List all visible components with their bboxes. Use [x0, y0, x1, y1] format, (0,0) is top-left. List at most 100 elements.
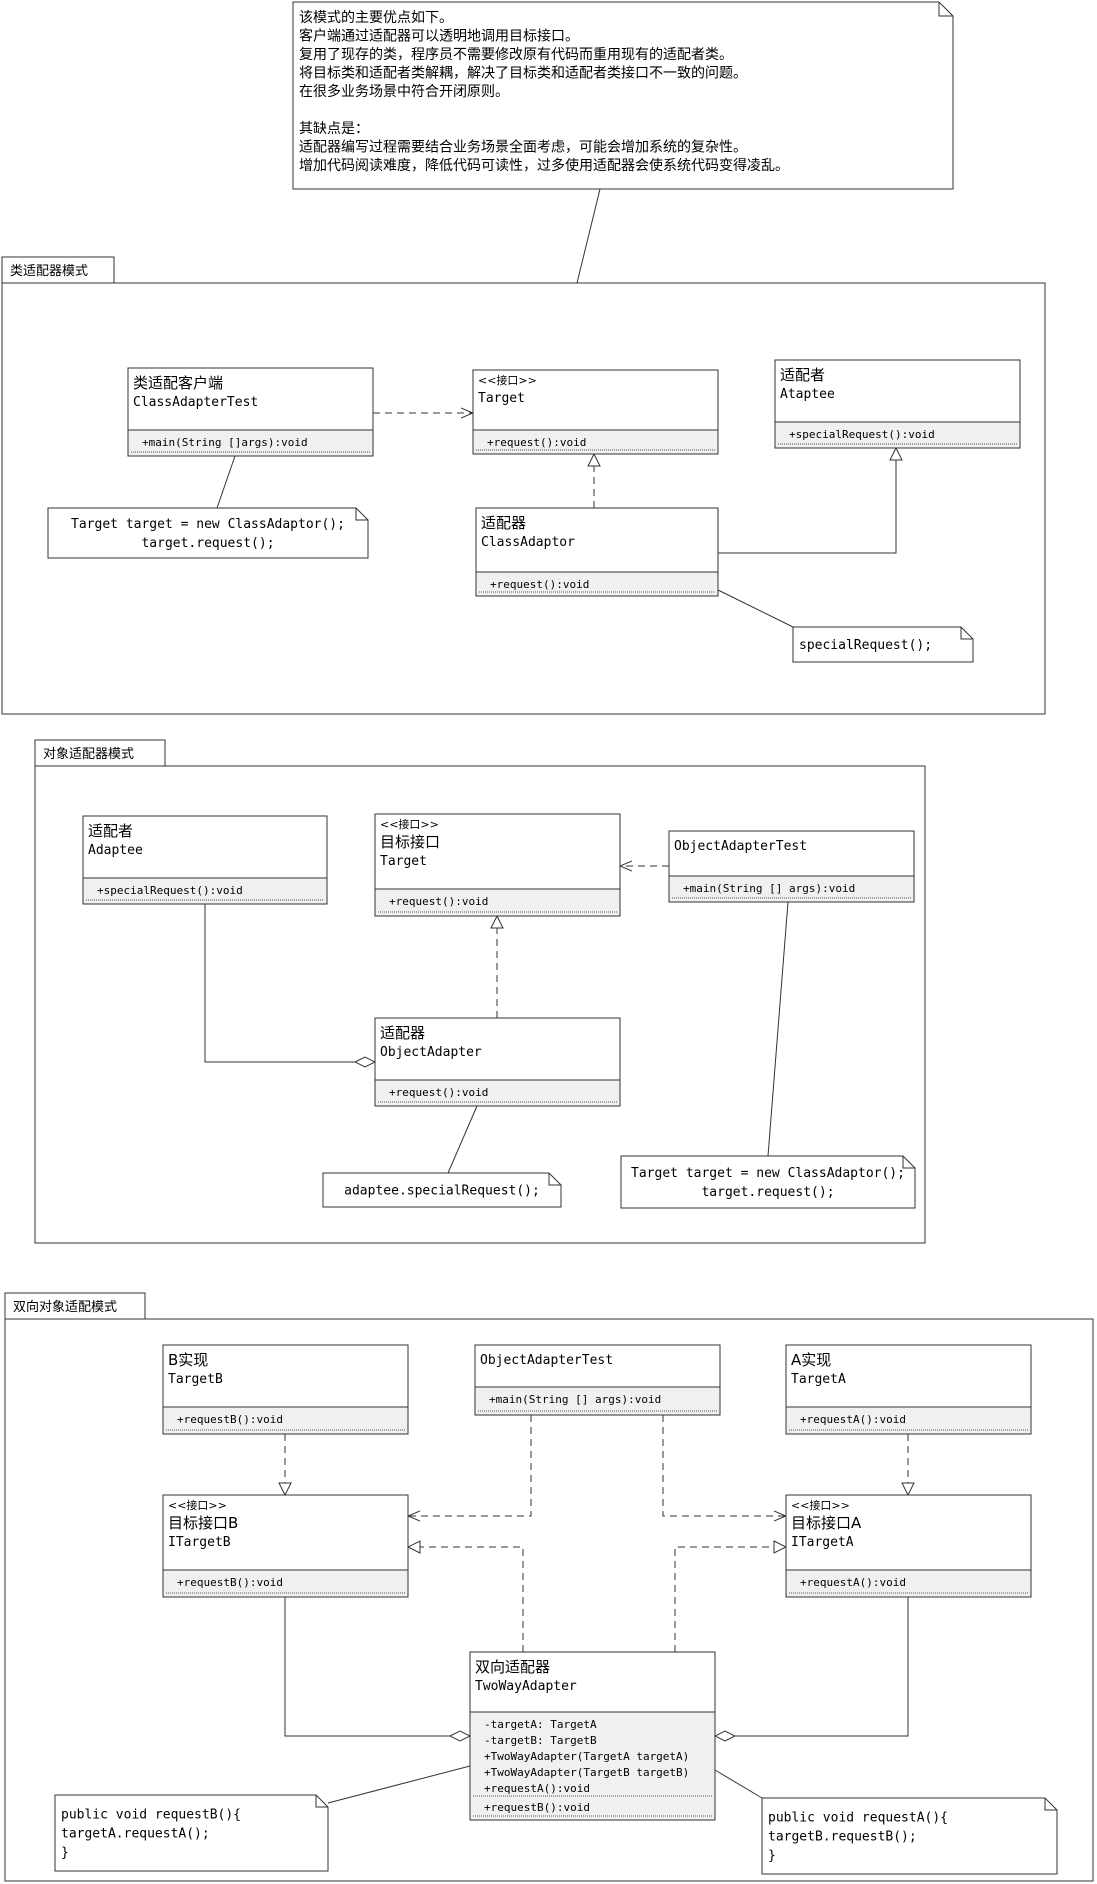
class-name: Adaptee: [88, 843, 143, 858]
class-tw-b-impl: B实现 TargetB +requestB():void: [162, 1344, 409, 1435]
class-operation: +request():void: [389, 895, 488, 908]
dependency-test-ib: [408, 1415, 532, 1516]
class-operation: +main(String []args):void: [142, 436, 308, 449]
class-name: Ataptee: [780, 387, 835, 402]
note-line: 在很多业务场景中符合开闭原则。: [299, 83, 509, 100]
class-operation: +requestB():void: [484, 1801, 590, 1814]
class-operation: +main(String [] args):void: [683, 882, 855, 895]
class-operation: +request():void: [487, 436, 586, 449]
package-class-adapter: 类适配器模式: [1, 256, 1046, 715]
note-link-client: [216, 455, 236, 509]
note-tw-note-a: public void requestA(){ targetB.requestB…: [761, 1797, 1058, 1875]
stereotype: <<接口>>: [380, 818, 439, 831]
class-name: TargetB: [168, 1372, 223, 1387]
note-tw-note-b: public void requestB(){ targetA.requestA…: [54, 1794, 329, 1872]
note-line: 将目标类和适配者类解耦，解决了目标类和适配者类接口不一致的问题。: [299, 65, 747, 82]
aggregation-adapter-ib: [284, 1597, 470, 1736]
note-line: 其缺点是：: [299, 121, 369, 137]
note-line: }: [61, 1846, 69, 1861]
class-cls-target: <<接口>> Target +request():void: [472, 369, 719, 455]
class-operation: +requestB():void: [177, 1413, 283, 1426]
class-name: Target: [380, 854, 427, 869]
note-line: target.request();: [141, 536, 274, 551]
class-operation: +specialRequest():void: [97, 884, 243, 897]
class-name: ClassAdaptor: [481, 535, 575, 550]
class-attribute: +requestA():void: [484, 1782, 590, 1795]
class-name: ObjectAdapterTest: [674, 839, 807, 854]
class-title: 双向适配器: [475, 1658, 550, 1676]
note-line: adaptee.specialRequest();: [344, 1184, 540, 1199]
class-operation: +specialRequest():void: [789, 428, 935, 441]
note-line: 该模式的主要优点如下。: [299, 10, 453, 26]
realization-adapter-ia: [674, 1547, 786, 1652]
class-name: ITargetB: [168, 1535, 231, 1550]
note-line: 适配器编写过程需要结合业务场景全面考虑，可能会增加系统的复杂性。: [299, 139, 747, 156]
note-obj-note-adaptee: adaptee.specialRequest();: [322, 1172, 562, 1208]
class-operation: +requestA():void: [800, 1413, 906, 1426]
class-operation: +main(String [] args):void: [489, 1393, 661, 1406]
class-operation: +request():void: [389, 1086, 488, 1099]
note-line: }: [768, 1849, 776, 1864]
class-title: A实现: [791, 1351, 831, 1369]
stereotype: <<接口>>: [168, 1499, 227, 1512]
note-obj-note-test: Target target = new ClassAdaptor();targe…: [620, 1155, 916, 1209]
class-operation: +requestA():void: [800, 1576, 906, 1589]
note-link-a: [714, 1769, 763, 1799]
class-title: 适配者: [88, 822, 133, 840]
class-tw-ib: <<接口>> 目标接口B ITargetB +requestB():void: [162, 1494, 409, 1598]
class-title: 目标接口A: [791, 1514, 862, 1532]
dependency-test-ia: [662, 1415, 786, 1516]
stereotype: <<接口>>: [478, 374, 537, 387]
class-cls-client: 类适配客户端 ClassAdapterTest +main(String []arg…: [127, 367, 374, 457]
class-attribute: +TwoWayAdapter(TargetB targetB): [484, 1766, 689, 1779]
class-name: ObjectAdapterTest: [480, 1353, 613, 1368]
stereotype: <<接口>>: [791, 1499, 850, 1512]
class-cls-adaptee: 适配者 Ataptee +specialRequest():void: [774, 359, 1021, 449]
package-title: 类适配器模式: [10, 264, 88, 279]
class-title: 适配者: [780, 366, 825, 384]
package-object-adapter: 对象适配器模式: [34, 739, 926, 1244]
note-line: Target target = new ClassAdaptor();: [631, 1166, 905, 1181]
class-operation: +request():void: [490, 578, 589, 591]
note-line: Target target = new ClassAdaptor();: [71, 517, 345, 532]
class-attribute: +TwoWayAdapter(TargetA targetA): [484, 1750, 689, 1763]
class-name: ClassAdapterTest: [133, 395, 258, 410]
class-title: 适配器: [380, 1024, 425, 1042]
class-title: 目标接口B: [168, 1514, 238, 1532]
note-cls-note-special: specialRequest();: [792, 626, 974, 663]
note-link-test: [767, 901, 789, 1157]
class-title: 类适配客户端: [133, 374, 223, 392]
package-two-way: 双向对象适配模式: [4, 1292, 1094, 1882]
class-attribute: -targetB: TargetB: [484, 1734, 597, 1747]
realization-adapter-ib: [408, 1547, 524, 1652]
note-line: 客户端通过适配器可以透明地调用目标接口。: [299, 28, 579, 45]
note-link-special: [717, 589, 794, 628]
package-title: 双向对象适配模式: [13, 1299, 117, 1315]
note-line: 增加代码阅读难度，降低代码可读性，过多使用适配器会使系统代码变得凌乱。: [299, 157, 789, 174]
class-operation: +requestB():void: [177, 1576, 283, 1589]
note-line: specialRequest();: [799, 638, 932, 653]
note-line: targetA.requestA();: [61, 1827, 210, 1842]
note-link-b: [327, 1765, 471, 1804]
note-line: targetB.requestB();: [768, 1830, 917, 1845]
aggregation-adapter-adaptee: [204, 904, 375, 1062]
class-obj-test: ObjectAdapterTest +main(String [] args):v…: [668, 830, 915, 903]
note-line: 复用了现存的类，程序员不需要修改原有代码而重用现有的适配者类。: [299, 46, 733, 63]
class-attribute: -targetA: TargetA: [484, 1718, 597, 1731]
note-line: public void requestB(){: [61, 1808, 241, 1823]
class-obj-adaptee: 适配者 Adaptee +specialRequest():void: [82, 815, 328, 905]
class-name: Target: [478, 391, 525, 406]
note-top-pros-cons: 该模式的主要优点如下。客户端通过适配器可以透明地调用目标接口。复用了现存的类，程…: [292, 1, 954, 190]
class-name: TwoWayAdapter: [475, 1679, 577, 1694]
package-title: 对象适配器模式: [43, 747, 134, 762]
note-link-adaptee-call: [447, 1105, 478, 1174]
class-title: B实现: [168, 1351, 208, 1369]
note-line: public void requestA(){: [768, 1811, 948, 1826]
class-tw-test: ObjectAdapterTest +main(String [] args):v…: [474, 1344, 721, 1416]
